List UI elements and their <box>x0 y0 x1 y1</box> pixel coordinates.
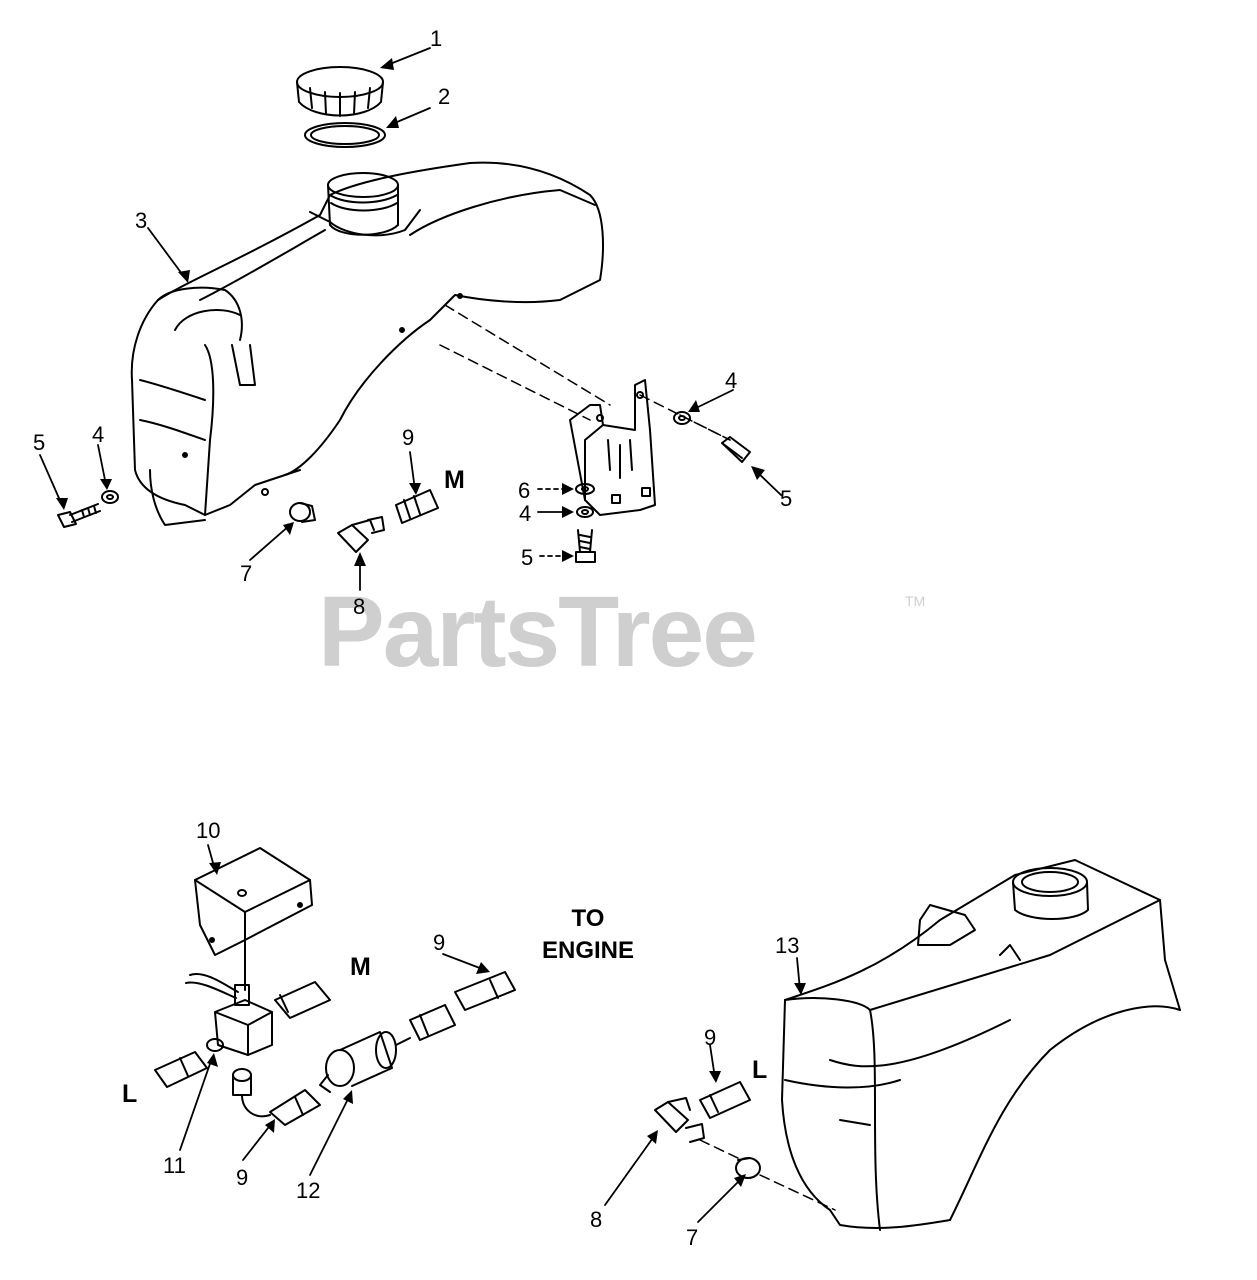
shutoff-valve <box>185 973 273 1118</box>
shutoff-bracket <box>194 847 313 991</box>
callout-9-lower-left: 9 <box>236 1165 249 1190</box>
callout-13: 13 <box>775 933 800 958</box>
fuel-tank-lower-right <box>781 859 1181 1231</box>
callout-9-lower-right: 9 <box>704 1025 717 1050</box>
callout-10: 10 <box>196 818 221 843</box>
fuel-filter <box>319 1031 411 1093</box>
callout-9-engine: 9 <box>433 930 446 955</box>
tank-bracket <box>569 379 656 516</box>
callout-7-lower: 7 <box>686 1225 699 1250</box>
callout-11: 11 <box>163 1153 186 1178</box>
callout-4-bracket: 4 <box>519 501 532 526</box>
callout-1: 1 <box>430 26 443 51</box>
fuel-tank-upper <box>130 161 604 526</box>
fittings-lower-right <box>654 1081 761 1179</box>
callout-5-bracket: 5 <box>521 545 534 570</box>
connection-l-right: L <box>752 1056 768 1084</box>
cap-gasket <box>304 122 386 148</box>
callout-8-upper: 8 <box>353 594 366 619</box>
to-engine-line-2: ENGINE <box>541 937 634 964</box>
alignment-lines-lower <box>699 1139 836 1211</box>
callout-4-left: 4 <box>92 422 105 447</box>
callout-2: 2 <box>438 84 451 109</box>
hardware-upper <box>57 411 751 563</box>
callout-5-left: 5 <box>33 430 46 455</box>
callout-6: 6 <box>518 478 531 503</box>
fuel-cap <box>296 66 384 117</box>
callout-9-upper: 9 <box>402 425 415 450</box>
to-engine-note: TO ENGINE <box>530 903 646 967</box>
watermark-trademark: TM <box>905 593 926 609</box>
connection-m-lower: M <box>350 953 371 981</box>
leader-arrowheads <box>56 58 806 1187</box>
callout-12: 12 <box>296 1178 321 1203</box>
callout-3: 3 <box>135 208 148 233</box>
fittings-upper <box>289 489 439 553</box>
callout-8-lower: 8 <box>590 1207 603 1232</box>
callout-4-right: 4 <box>725 368 738 393</box>
partstree-watermark: PartsTree <box>318 576 758 688</box>
to-engine-line-1: TO <box>571 905 605 932</box>
fuel-line-segments-lower-left <box>154 971 516 1126</box>
callout-5-right: 5 <box>780 486 793 511</box>
connection-m-upper: M <box>444 466 465 494</box>
callout-7-upper: 7 <box>240 561 253 586</box>
alignment-lines <box>439 304 731 441</box>
connection-l-left: L <box>122 1080 138 1108</box>
